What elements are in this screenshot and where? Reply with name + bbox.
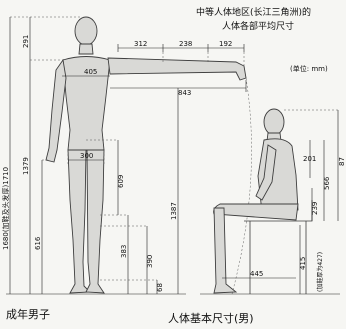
standing-dimensions: 1680(加鞋及头发厚)1710 291 1379 616 300 609 38… [1, 16, 179, 294]
shoulder-width-value: 405 [84, 68, 97, 76]
eye-seat-value: 566 [323, 176, 331, 190]
seated-lower-leg [213, 207, 238, 294]
popliteal-note: (加鞋厚为427) [316, 252, 324, 292]
caption-left: 成年男子 [6, 307, 50, 321]
standing-torso [62, 56, 111, 151]
title-line-1: 中等人体地区(长江三角洲)的 [196, 6, 311, 18]
title-line-2: 人体各部平均尺寸 [222, 20, 294, 32]
seated-figure [200, 108, 340, 295]
sitting-height-value: 87 [338, 157, 346, 166]
crotch-knee-value: 609 [117, 175, 125, 188]
seated-arm [255, 144, 277, 201]
popliteal-value: 415 [299, 257, 307, 270]
standing-neck [78, 43, 94, 55]
arm-dimensions: 312 238 192 405 843 [62, 40, 247, 97]
chest-depth-value: 201 [303, 155, 316, 163]
hand-length: 192 [219, 40, 232, 48]
seated-thigh [213, 203, 299, 221]
unit-label: (单位: mm) [290, 64, 328, 73]
standing-left-leg [67, 149, 92, 294]
shoulder-height-value: 1379 [22, 157, 30, 175]
standing-right-arm [107, 57, 247, 81]
upper-arm-length: 312 [134, 40, 147, 48]
ankle-value: 68 [156, 283, 164, 292]
standing-head [74, 16, 98, 46]
stature-label: 1680(加鞋及头发厚)1710 [1, 167, 10, 250]
reach-arc [231, 77, 252, 295]
seated-head [263, 108, 285, 136]
hand-height-value: 616 [34, 236, 42, 250]
standing-right-leg [85, 149, 105, 294]
standing-figure [6, 16, 247, 295]
buttock-knee-value: 445 [250, 270, 263, 278]
standing-left-arm [45, 58, 67, 163]
forearm-length: 238 [179, 40, 192, 48]
thigh-clearance-value: 239 [311, 202, 319, 215]
lower-leg-value: 390 [146, 255, 154, 268]
hip-width-value: 300 [80, 152, 93, 160]
hand-reach-height-value: 1387 [170, 202, 178, 220]
head-neck-value: 291 [22, 35, 30, 48]
arm-reach-value: 843 [178, 89, 191, 97]
knee-height-value: 383 [120, 245, 128, 258]
seated-dimensions: 87 201 566 239 415 (加鞋厚为427) 445 [222, 109, 346, 294]
caption-right: 人体基本尺寸(男) [168, 311, 254, 325]
